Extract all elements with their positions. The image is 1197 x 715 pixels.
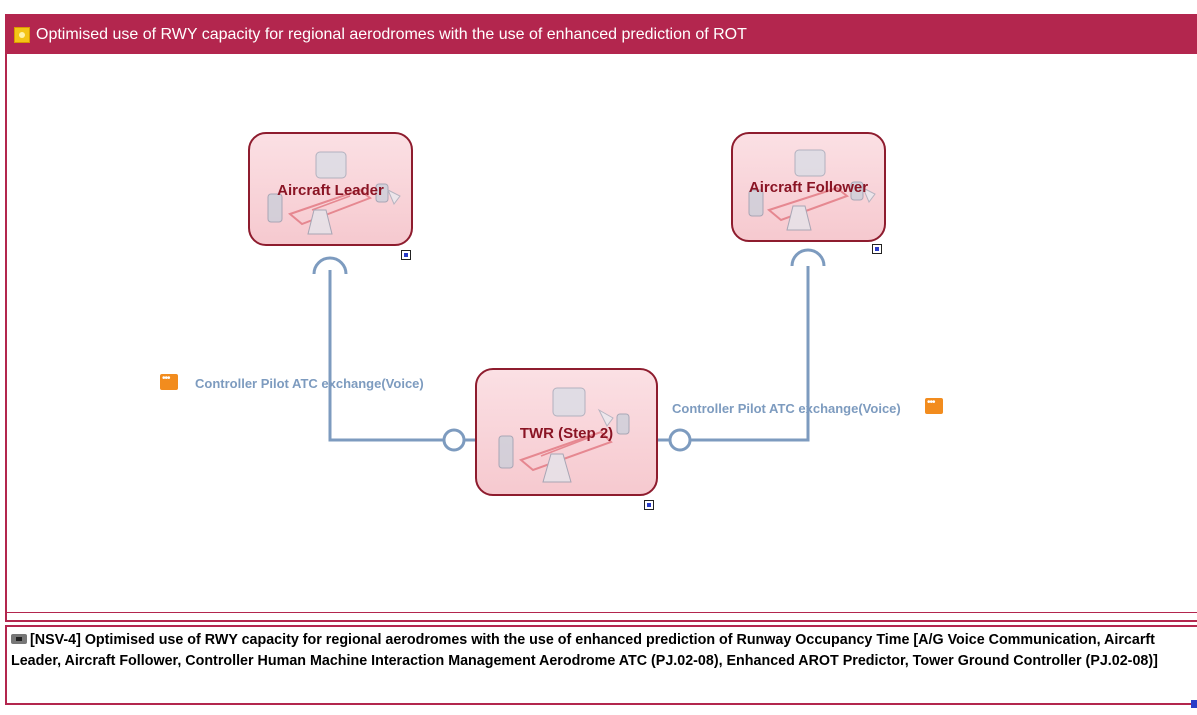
connection-label-left[interactable]: Controller Pilot ATC exchange(Voice) (195, 376, 424, 391)
expand-marker-twr[interactable] (644, 500, 654, 510)
system-icon (267, 151, 401, 235)
diagram-frame: Optimised use of RWY capacity for region… (5, 14, 1197, 622)
node-aircraft-leader[interactable]: Aircraft Leader (248, 132, 413, 246)
expand-marker-leader[interactable] (401, 250, 411, 260)
connector-follower-twr (690, 266, 810, 442)
resize-handle[interactable] (1191, 700, 1197, 708)
diagram-caption-box: [NSV-4] Optimised use of RWY capacity fo… (5, 625, 1197, 705)
package-icon (14, 27, 30, 43)
system-icon (748, 149, 876, 231)
interface-icon (160, 373, 178, 390)
diagram-title-bar: Optimised use of RWY capacity for region… (7, 16, 1197, 54)
diagram-title: Optimised use of RWY capacity for region… (36, 26, 747, 43)
diagram-caption: [NSV-4] Optimised use of RWY capacity fo… (11, 632, 1158, 669)
interface-icon (925, 397, 943, 414)
expand-marker-follower[interactable] (872, 244, 882, 254)
node-twr[interactable]: TWR (Step 2) (475, 368, 658, 496)
port-follower-socket (790, 248, 826, 267)
node-label: Aircraft Leader (277, 182, 384, 199)
node-aircraft-follower[interactable]: Aircraft Follower (731, 132, 886, 242)
port-twr-left (442, 428, 466, 452)
diagram-icon (11, 634, 27, 644)
port-leader-socket (312, 256, 348, 275)
node-label: Aircraft Follower (748, 179, 869, 196)
system-icon (498, 387, 630, 483)
frame-divider (5, 612, 1197, 613)
port-twr-right (668, 428, 692, 452)
node-label: TWR (Step 2) (519, 425, 614, 442)
connector-leader-twr (328, 270, 443, 442)
connection-label-right[interactable]: Controller Pilot ATC exchange(Voice) (672, 401, 901, 416)
